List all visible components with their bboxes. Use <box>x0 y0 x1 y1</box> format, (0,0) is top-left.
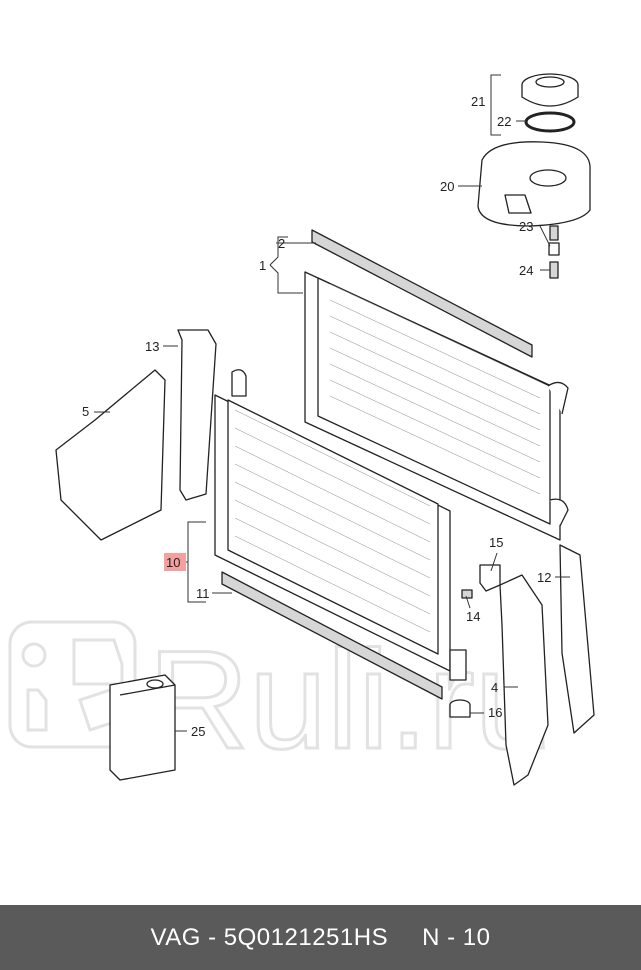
callout-24: 24 <box>519 263 533 278</box>
callout-23: 23 <box>519 219 533 234</box>
reservoir-cap <box>521 73 579 107</box>
air-guide-4 <box>499 574 549 786</box>
parts-diagram: Ruli.ru <box>8 73 595 786</box>
footer-bar: VAG - 5Q0121251HS N - 10 <box>0 905 641 970</box>
callout-1: 1 <box>259 258 266 273</box>
drain-plug-16 <box>449 699 471 718</box>
side-bracket-12 <box>559 544 595 734</box>
callout-15: 15 <box>489 535 503 550</box>
callout-10: 10 <box>166 555 180 570</box>
callout-11: 11 <box>196 586 210 601</box>
upper-seal-strip <box>311 229 533 358</box>
highlight-box <box>164 553 186 571</box>
callout-labels: 1 2 4 5 10 11 12 13 14 15 16 20 21 22 23… <box>82 94 551 739</box>
watermark: Ruli.ru <box>8 620 554 780</box>
callout-20: 20 <box>440 179 454 194</box>
footer-part-number: 5Q0121251HS <box>223 923 389 951</box>
callout-5: 5 <box>82 404 89 419</box>
expansion-tank <box>477 141 591 241</box>
callout-14: 14 <box>466 609 480 624</box>
bolt-14 <box>461 589 473 599</box>
footer-position: N - 10 <box>422 923 491 951</box>
callout-4: 4 <box>491 680 498 695</box>
callout-25: 25 <box>191 724 205 739</box>
callout-2: 2 <box>278 236 285 251</box>
condenser <box>304 271 569 541</box>
bracket-15 <box>479 564 501 592</box>
sensor-23 <box>548 242 560 256</box>
callout-16: 16 <box>488 705 502 720</box>
reservoir-o-ring <box>524 111 576 133</box>
side-bracket-13 <box>177 329 217 501</box>
air-guide-5 <box>55 369 166 541</box>
sensor-24 <box>549 261 559 279</box>
callout-22: 22 <box>497 114 511 129</box>
radiator <box>214 369 467 681</box>
lower-seal-strip <box>221 571 443 700</box>
callout-21: 21 <box>471 94 485 109</box>
callout-13: 13 <box>145 339 159 354</box>
callout-12: 12 <box>537 570 551 585</box>
footer-brand: VAG - <box>150 923 217 951</box>
coolant-canister <box>109 674 176 781</box>
